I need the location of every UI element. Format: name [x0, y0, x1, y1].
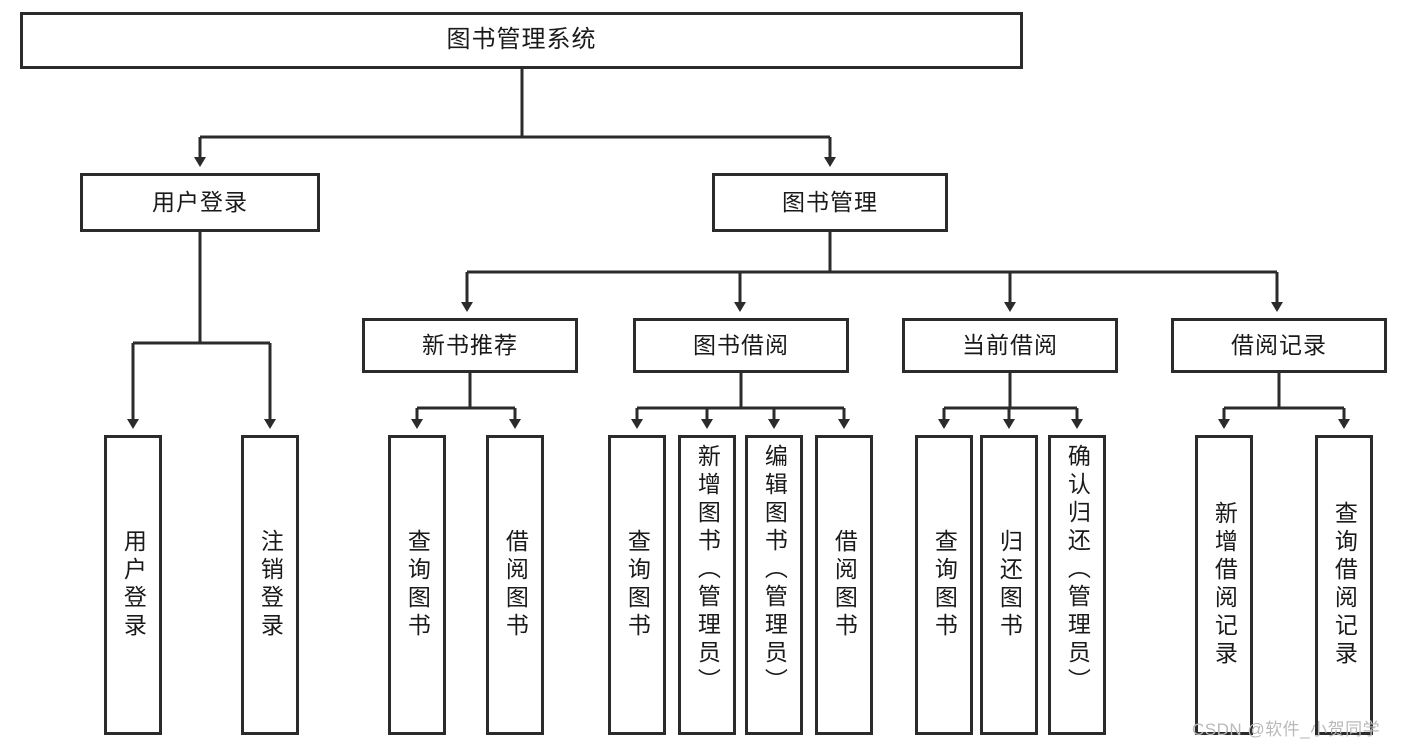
leaf-query-book-borrow[interactable]: 查询图书	[608, 435, 666, 735]
node-book-manage[interactable]: 图书管理	[712, 173, 948, 232]
watermark-text: CSDN @软件_小贺同学	[1192, 720, 1381, 739]
node-current-borrow[interactable]: 当前借阅	[902, 318, 1118, 373]
leaf-borrow-book[interactable]: 借阅图书	[815, 435, 873, 735]
leaf-edit-book-admin[interactable]: 编辑图书（管理员）	[745, 435, 803, 735]
node-new-book-recommend[interactable]: 新书推荐	[362, 318, 578, 373]
leaf-user-logout[interactable]: 注销登录	[241, 435, 299, 735]
leaf-add-book-admin[interactable]: 新增图书（管理员）	[678, 435, 736, 735]
leaf-query-book-current[interactable]: 查询图书	[915, 435, 973, 735]
leaf-add-borrow-record[interactable]: 新增借阅记录	[1195, 435, 1253, 735]
leaf-query-borrow-record[interactable]: 查询借阅记录	[1315, 435, 1373, 735]
leaf-borrow-book-recommend[interactable]: 借阅图书	[486, 435, 544, 735]
leaf-return-book[interactable]: 归还图书	[980, 435, 1038, 735]
node-borrow-record[interactable]: 借阅记录	[1171, 318, 1387, 373]
node-root-system[interactable]: 图书管理系统	[20, 12, 1023, 69]
leaf-confirm-return-admin[interactable]: 确认归还（管理员）	[1048, 435, 1106, 735]
leaf-user-login[interactable]: 用户登录	[104, 435, 162, 735]
node-user-login[interactable]: 用户登录	[80, 173, 320, 232]
node-book-borrow[interactable]: 图书借阅	[633, 318, 849, 373]
leaf-query-book-recommend[interactable]: 查询图书	[388, 435, 446, 735]
